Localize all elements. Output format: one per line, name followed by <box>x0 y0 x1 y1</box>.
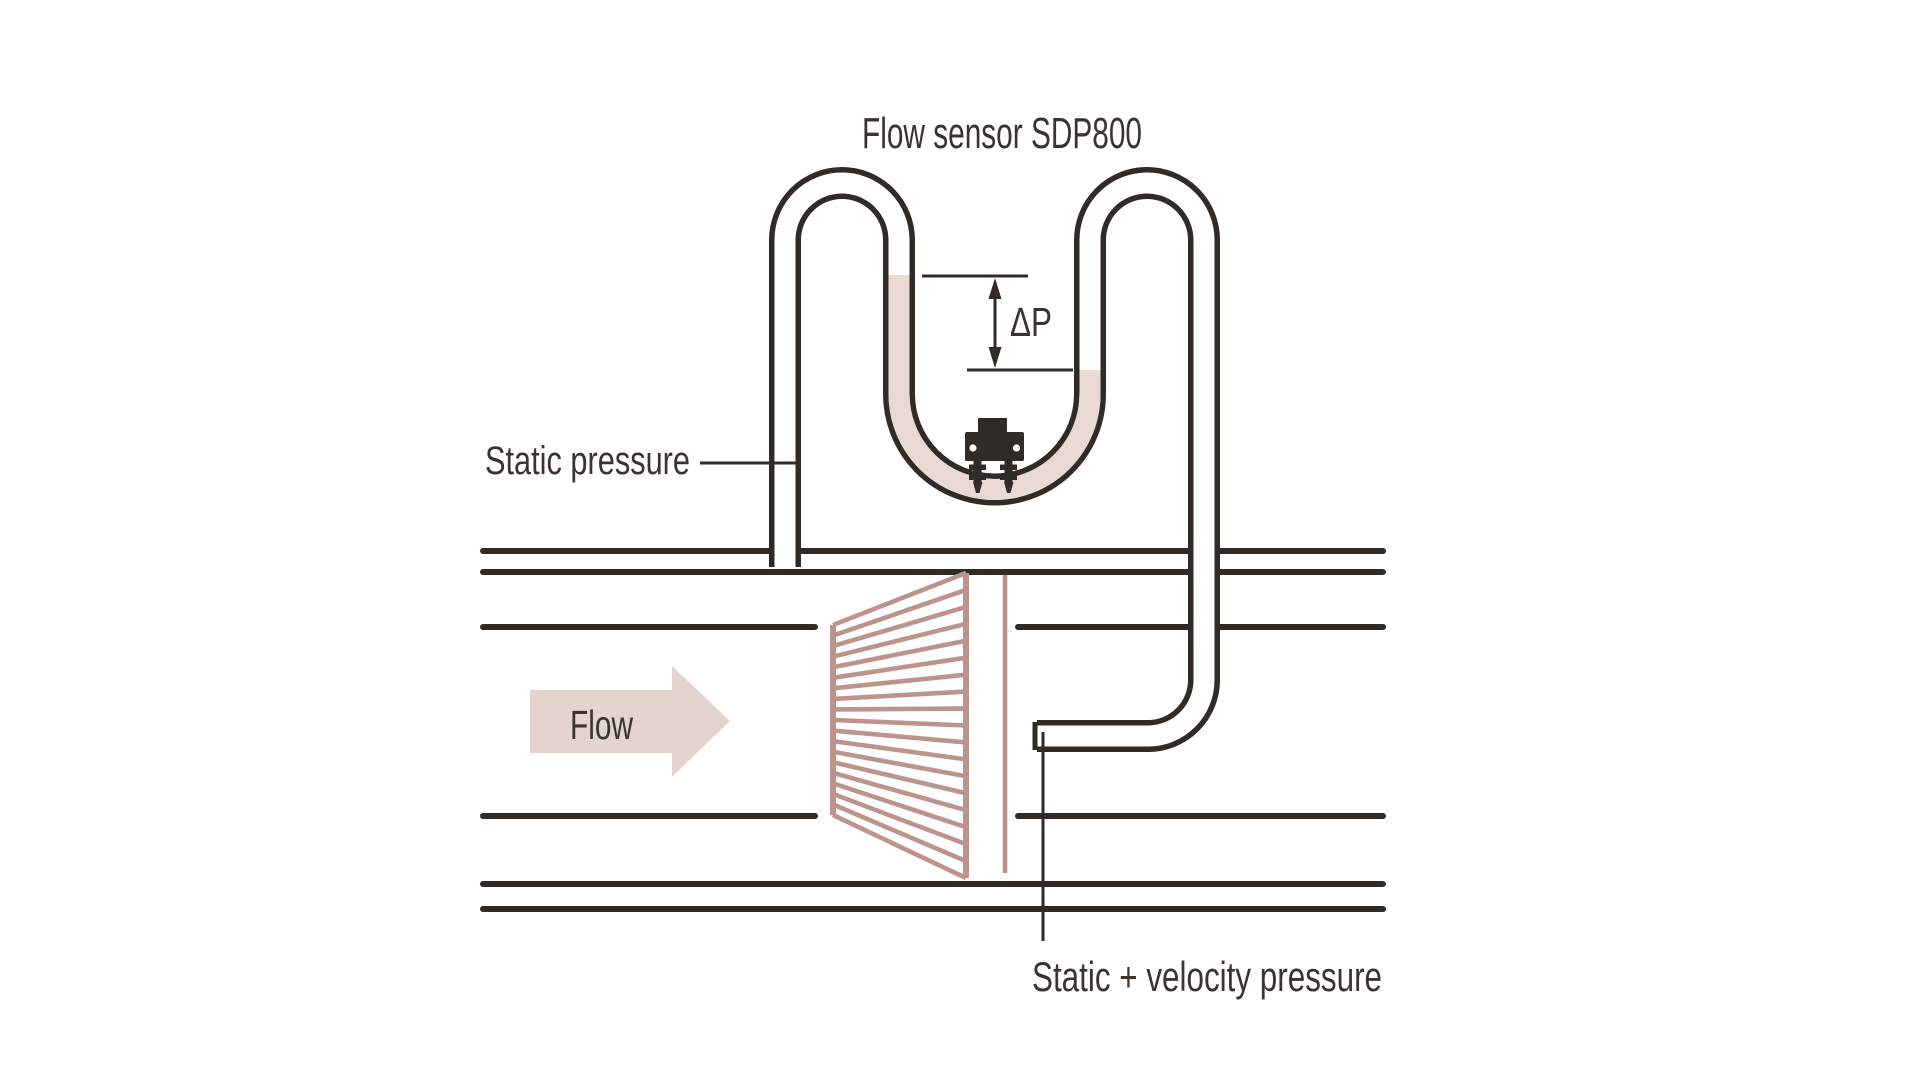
filter-slat <box>832 738 967 762</box>
sensor-port-right-tip <box>1004 482 1014 493</box>
sensor-port-right-stem <box>1004 460 1013 483</box>
filter-slat <box>832 759 967 796</box>
delta-p-arrowhead-down <box>988 347 1002 368</box>
static-velocity-label: Static + velocity pressure <box>1032 953 1382 1000</box>
filter-slat <box>832 604 967 649</box>
manometer-fluid <box>888 275 1101 500</box>
pressure-sensor-icon <box>965 418 1024 493</box>
flow-arrow-group: Flow <box>530 666 730 777</box>
filter-slat <box>832 812 967 881</box>
flow-arrow <box>530 666 730 777</box>
sensor-port-right-barb1 <box>1000 464 1017 470</box>
flow-label: Flow <box>570 702 633 748</box>
delta-p-arrowhead-up <box>988 278 1002 299</box>
sensor-port-left-tip <box>973 482 983 493</box>
filter-slat <box>832 655 967 681</box>
filter-slat <box>832 672 967 691</box>
delta-p-label: ΔP <box>1010 299 1052 345</box>
filter-slat <box>832 791 967 847</box>
sensor-port-left-barb2 <box>969 474 986 480</box>
filter-slat <box>832 689 967 702</box>
filter-slat <box>832 621 967 659</box>
sensor-screw-left <box>969 444 977 452</box>
diagram-title: Flow sensor SDP800 <box>862 109 1142 158</box>
filter-slat <box>832 717 967 728</box>
static-velocity-callout: Static + velocity pressure <box>1032 732 1382 1000</box>
filter-slat <box>832 706 967 712</box>
sensor-port-left-stem <box>973 460 982 483</box>
filter <box>830 570 1008 881</box>
filter-slat <box>832 802 967 864</box>
filter-slats <box>832 570 967 881</box>
static-pressure-label: Static pressure <box>485 439 690 483</box>
filter-slat <box>832 638 967 670</box>
sensor-port-right-barb2 <box>1000 474 1017 480</box>
filter-slat <box>832 749 967 779</box>
filter-slat <box>832 781 967 830</box>
sensor-connector <box>978 418 1007 434</box>
sensor-screw-right <box>1012 444 1021 452</box>
filter-slat <box>832 570 967 628</box>
filter-slat <box>832 587 967 638</box>
duct <box>480 548 1386 912</box>
sensor-body <box>965 432 1024 461</box>
filter-slat <box>832 770 967 813</box>
filter-slat <box>832 728 967 745</box>
sensor-port-left-barb1 <box>969 464 986 470</box>
static-pressure-callout: Static pressure <box>485 439 800 483</box>
delta-p-dimension: ΔP <box>922 274 1073 372</box>
manometer <box>769 167 1220 752</box>
